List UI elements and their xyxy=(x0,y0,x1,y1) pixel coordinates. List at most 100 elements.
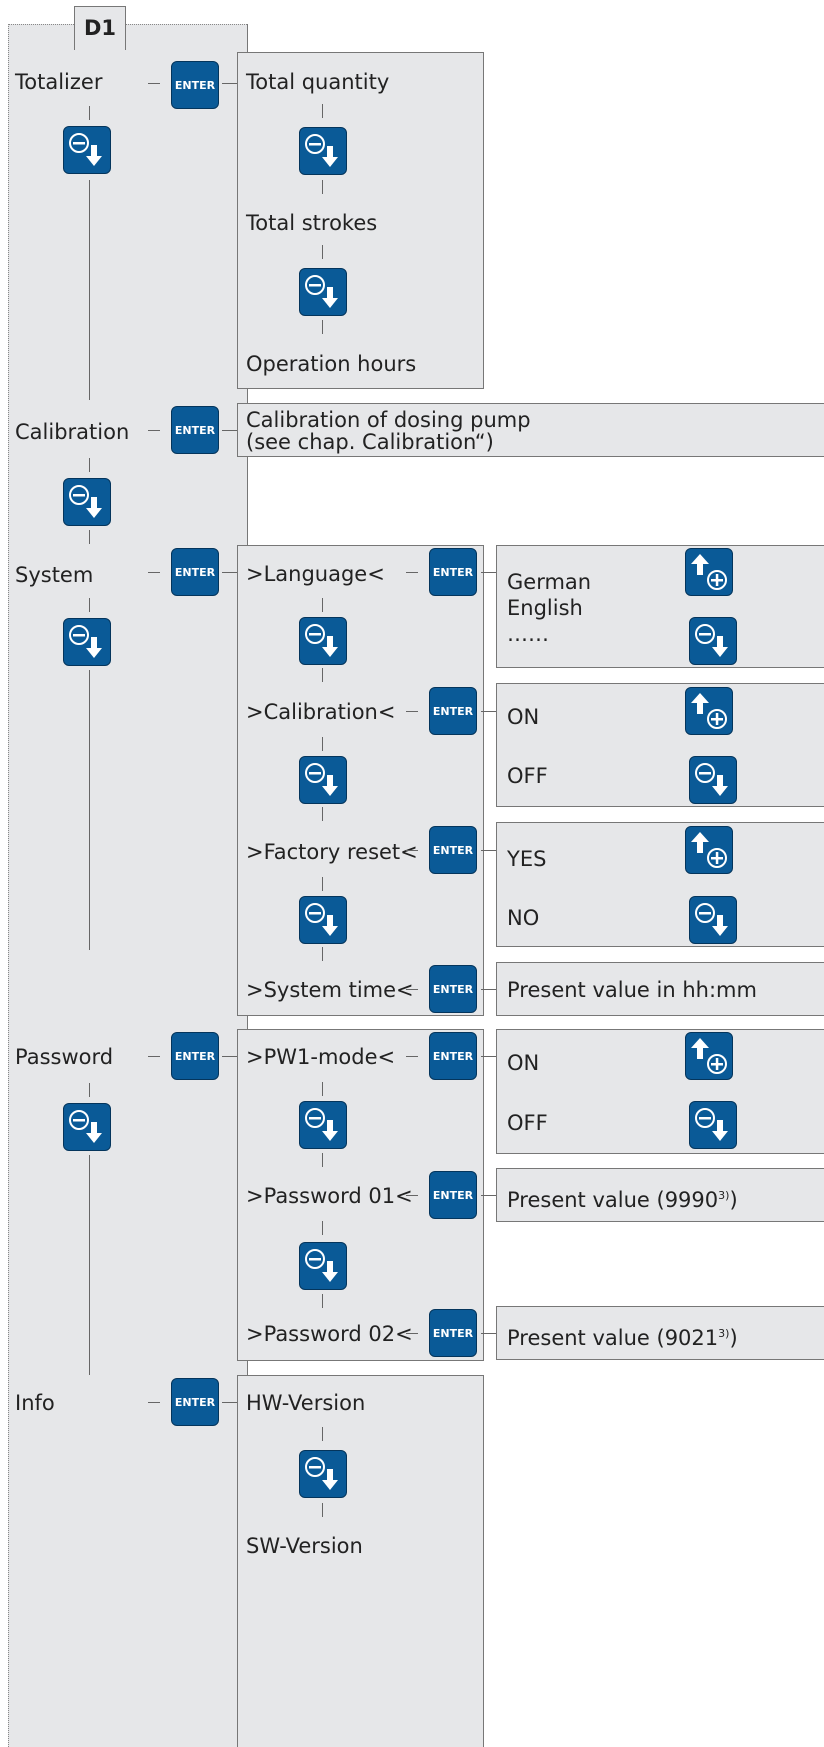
language-option-more: …… xyxy=(507,622,549,646)
connector xyxy=(481,989,496,990)
connector xyxy=(322,1082,323,1096)
system-factory-reset-label: >Factory reset< xyxy=(246,840,418,864)
calibration-options-panel xyxy=(496,683,824,807)
enter-key-icon[interactable]: ENTER xyxy=(429,1171,477,1219)
minus-down-key-icon[interactable] xyxy=(299,896,347,944)
plus-up-key-icon[interactable] xyxy=(685,548,733,596)
calibration-option-off: OFF xyxy=(507,764,548,788)
connector xyxy=(322,598,323,612)
enter-key-icon[interactable]: ENTER xyxy=(171,548,219,596)
connector xyxy=(481,1195,496,1196)
menu-item-password: Password xyxy=(15,1045,114,1069)
minus-down-key-icon[interactable] xyxy=(299,617,347,665)
pw1-option-on: ON xyxy=(507,1051,540,1075)
connector xyxy=(148,1402,160,1403)
connector xyxy=(322,104,323,118)
minus-down-key-icon[interactable] xyxy=(299,1450,347,1498)
password02-value-close: ) xyxy=(729,1326,738,1350)
language-options-panel xyxy=(496,545,824,668)
menu-item-calibration: Calibration xyxy=(15,420,130,444)
connector xyxy=(406,1333,418,1334)
connector xyxy=(148,572,160,573)
connector xyxy=(322,245,323,259)
password01-label: >Password 01< xyxy=(246,1184,413,1208)
minus-down-key-icon[interactable] xyxy=(689,756,737,804)
connector xyxy=(222,430,237,431)
connector xyxy=(322,1503,323,1517)
enter-key-icon[interactable]: ENTER xyxy=(171,1378,219,1426)
password02-label: >Password 02< xyxy=(246,1322,413,1346)
calibration-text-line1: Calibration of dosing pump xyxy=(246,408,531,432)
enter-key-icon[interactable]: ENTER xyxy=(429,826,477,874)
plus-up-key-icon[interactable] xyxy=(685,826,733,874)
connector xyxy=(322,1427,323,1441)
connector xyxy=(406,1195,418,1196)
minus-down-key-icon[interactable] xyxy=(63,1103,111,1151)
password01-value: Present value (99903)) xyxy=(507,1184,738,1212)
minus-down-key-icon[interactable] xyxy=(299,756,347,804)
pw1-mode-label: >PW1-mode< xyxy=(246,1045,396,1069)
connector xyxy=(322,668,323,682)
connector xyxy=(222,572,237,573)
connector xyxy=(481,711,496,712)
system-time-value-panel xyxy=(496,962,824,1016)
column-top-border-left xyxy=(8,24,74,25)
password01-value-text: Present value (9990 xyxy=(507,1188,719,1212)
connector xyxy=(89,1155,90,1375)
connector xyxy=(89,106,90,120)
password01-value-close: ) xyxy=(729,1188,738,1212)
minus-down-key-icon[interactable] xyxy=(63,126,111,174)
connector xyxy=(89,458,90,472)
minus-down-key-icon[interactable] xyxy=(299,268,347,316)
hw-version-label: HW-Version xyxy=(246,1391,366,1415)
calibration-text-line2: (see chap. Calibration“) xyxy=(246,430,494,454)
connector xyxy=(322,737,323,751)
operation-hours-label: Operation hours xyxy=(246,352,417,376)
system-language-label: >Language< xyxy=(246,562,385,586)
enter-key-icon[interactable]: ENTER xyxy=(429,548,477,596)
language-option-english: English xyxy=(507,596,583,620)
minus-down-key-icon[interactable] xyxy=(299,127,347,175)
connector xyxy=(322,1153,323,1167)
connector xyxy=(148,83,160,84)
info-panel xyxy=(237,1375,484,1747)
connector xyxy=(406,850,418,851)
connector xyxy=(89,180,90,400)
menu-item-info: Info xyxy=(15,1391,55,1415)
password02-value-panel xyxy=(496,1306,824,1360)
minus-down-key-icon[interactable] xyxy=(63,478,111,526)
connector xyxy=(481,1333,496,1334)
footnote-marker: 3) xyxy=(718,1189,730,1202)
password01-value-panel xyxy=(496,1168,824,1222)
minus-down-key-icon[interactable] xyxy=(689,617,737,665)
plus-up-key-icon[interactable] xyxy=(685,1032,733,1080)
factory-reset-options-panel xyxy=(496,822,824,947)
total-strokes-label: Total strokes xyxy=(246,211,378,235)
tab-label: D1 xyxy=(83,16,117,40)
connector xyxy=(322,1294,323,1308)
factory-reset-option-yes: YES xyxy=(507,847,547,871)
enter-key-icon[interactable]: ENTER xyxy=(429,965,477,1013)
enter-key-icon[interactable]: ENTER xyxy=(429,1032,477,1080)
enter-key-icon[interactable]: ENTER xyxy=(171,406,219,454)
minus-down-key-icon[interactable] xyxy=(299,1242,347,1290)
password02-value: Present value (90213)) xyxy=(507,1322,738,1350)
menu-item-totalizer: Totalizer xyxy=(15,70,103,94)
system-time-label: >System time< xyxy=(246,978,414,1002)
pw1-mode-options-panel xyxy=(496,1029,824,1154)
minus-down-key-icon[interactable] xyxy=(689,896,737,944)
connector xyxy=(481,1056,496,1057)
enter-key-icon[interactable]: ENTER xyxy=(429,687,477,735)
enter-key-icon[interactable]: ENTER xyxy=(171,1032,219,1080)
enter-key-icon[interactable]: ENTER xyxy=(171,61,219,109)
minus-down-key-icon[interactable] xyxy=(299,1101,347,1149)
system-time-value: Present value in hh:mm xyxy=(507,978,757,1002)
connector xyxy=(322,807,323,821)
connector xyxy=(322,1221,323,1235)
connector xyxy=(322,947,323,961)
minus-down-key-icon[interactable] xyxy=(63,618,111,666)
minus-down-key-icon[interactable] xyxy=(689,1101,737,1149)
enter-key-icon[interactable]: ENTER xyxy=(429,1309,477,1357)
plus-up-key-icon[interactable] xyxy=(685,687,733,735)
connector xyxy=(89,598,90,612)
